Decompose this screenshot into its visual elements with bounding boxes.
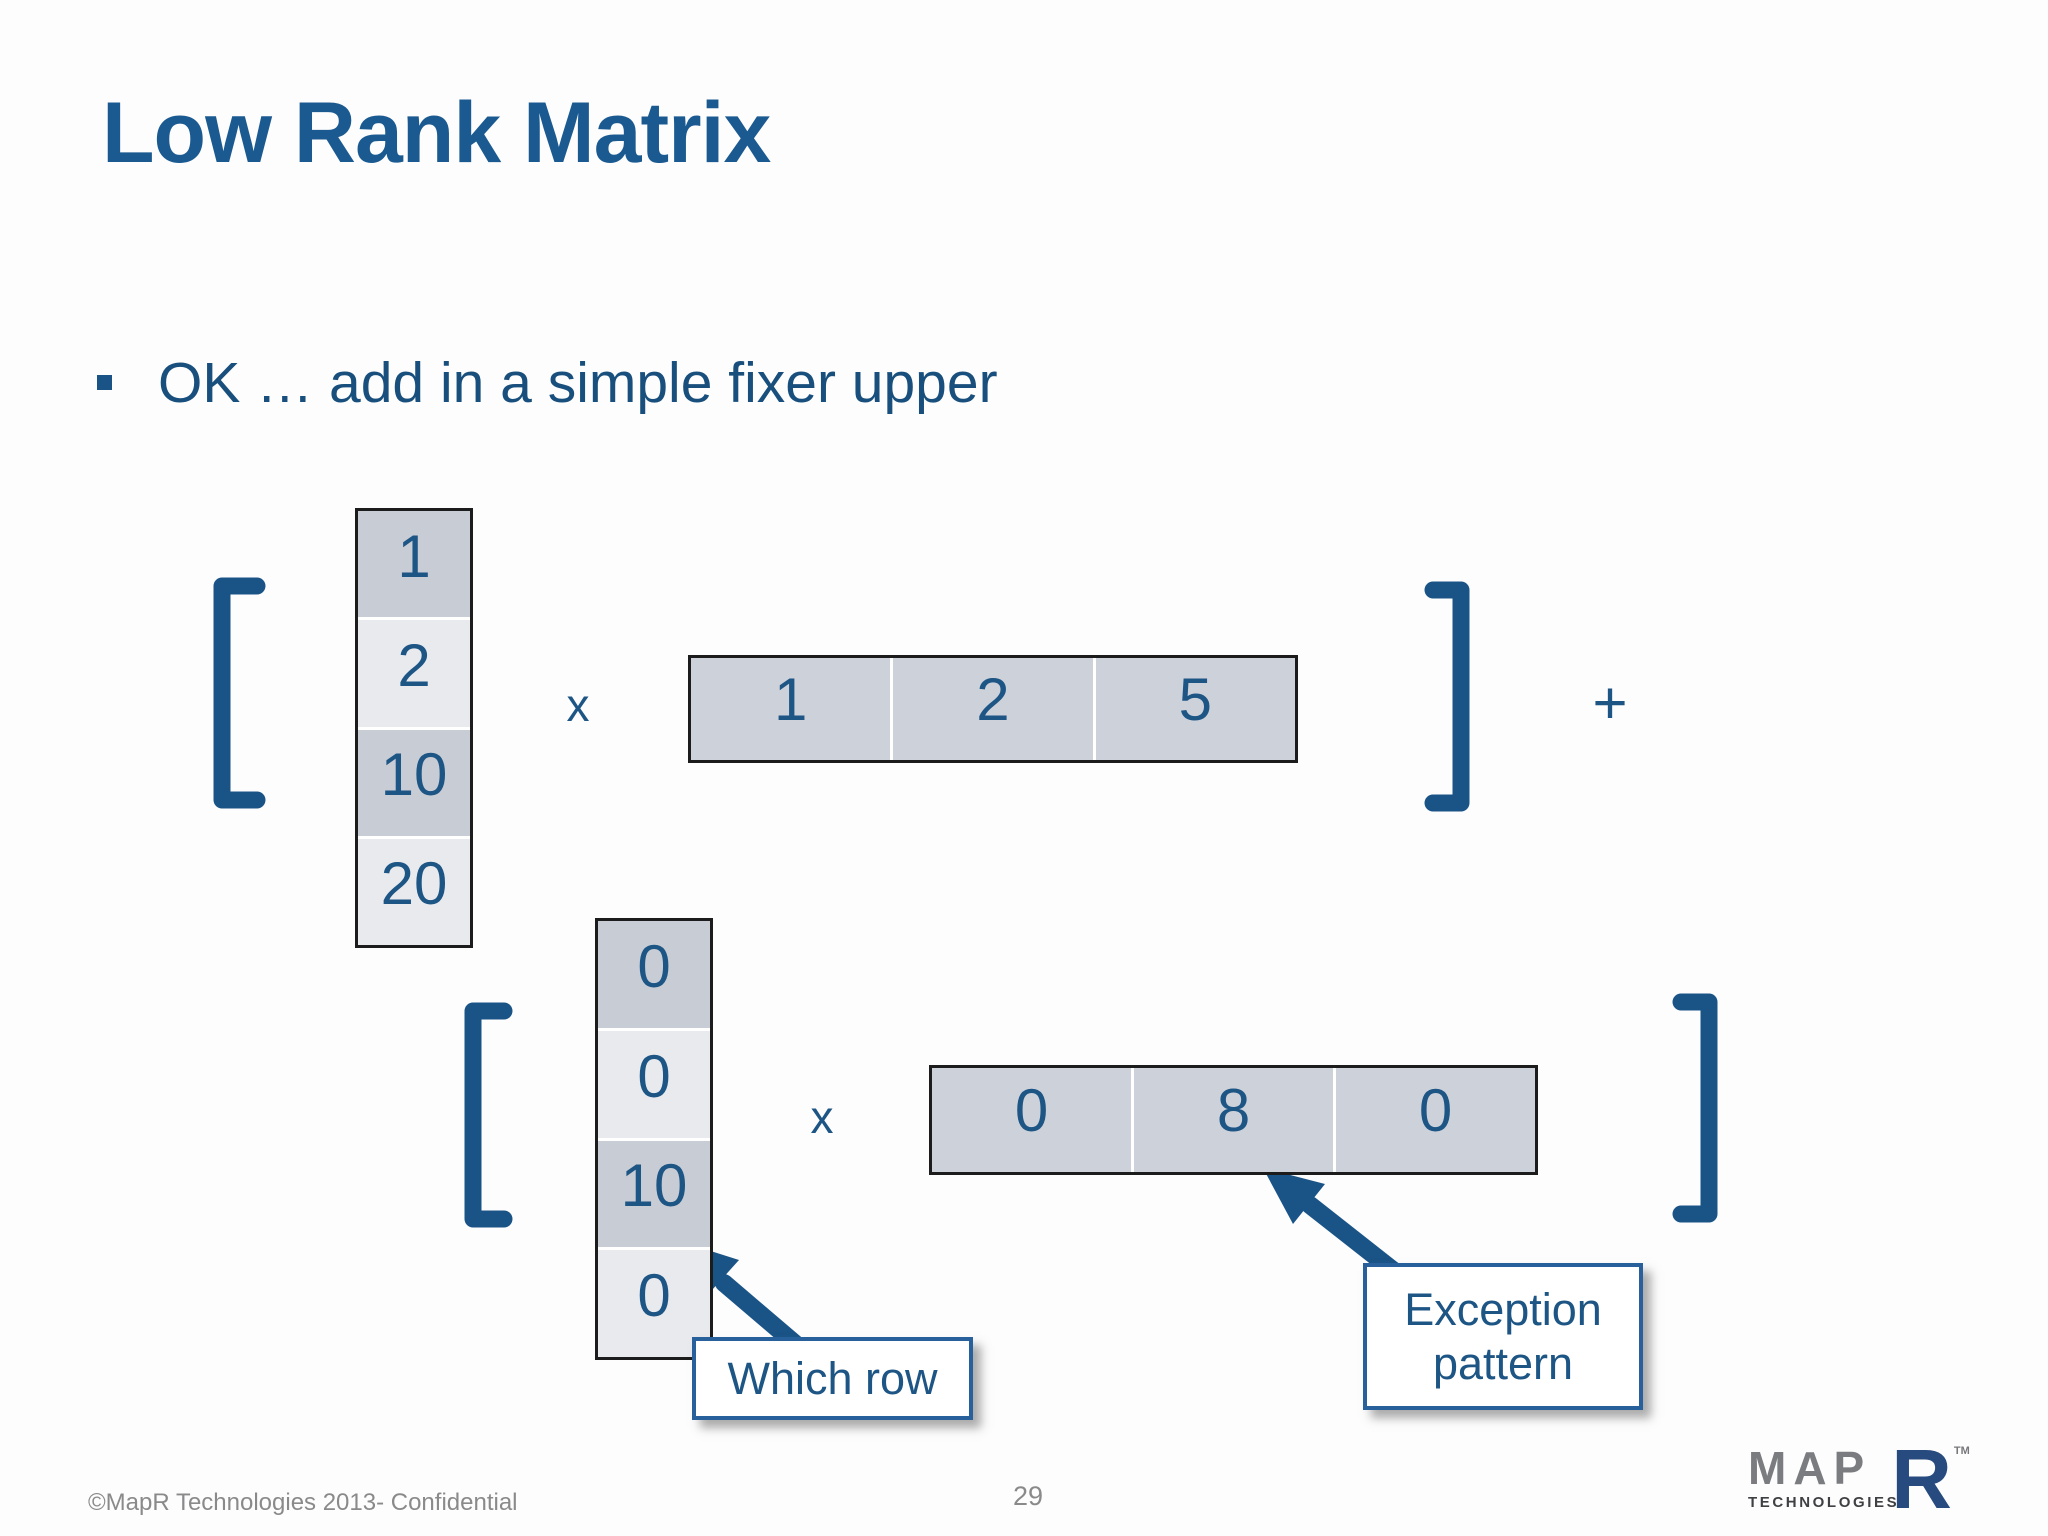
multiply-operator-1: x xyxy=(566,679,590,731)
open-bracket-2-icon xyxy=(464,1002,513,1228)
which-row-callout: Which row xyxy=(692,1337,973,1420)
logo-r-text: R xyxy=(1891,1432,1952,1526)
page-number: 29 xyxy=(1012,1481,1044,1511)
logo-technologies-text: TECHNOLOGIES xyxy=(1748,1493,1900,1511)
which-row-label: Which row xyxy=(727,1352,938,1404)
matrix-cell: 8 xyxy=(1134,1068,1336,1172)
exception-pattern-callout: Exception pattern xyxy=(1363,1263,1643,1410)
row-vector-2: 0 8 0 xyxy=(929,1065,1538,1175)
matrix-cell: 1 xyxy=(691,658,894,760)
column-vector-1: 1 2 10 20 xyxy=(355,508,473,948)
mapr-logo: MAP TECHNOLOGIES R TM xyxy=(1748,1432,1970,1526)
close-bracket-1-icon xyxy=(1424,581,1470,812)
row-vector-1: 1 2 5 xyxy=(688,655,1298,763)
matrix-cell: 2 xyxy=(893,658,1096,760)
page-title: Low Rank Matrix xyxy=(102,85,771,181)
matrix-cell: 0 xyxy=(932,1068,1134,1172)
matrix-cell: 5 xyxy=(1095,658,1295,760)
bullet-square-icon xyxy=(97,375,112,390)
matrix-cell: 0 xyxy=(1336,1068,1535,1172)
multiply-operator-2: x xyxy=(810,1091,834,1143)
matrix-cell: 2 xyxy=(358,620,470,730)
matrix-cell: 20 xyxy=(358,838,470,945)
matrix-cell: 1 xyxy=(358,511,470,621)
matrix-cell: 10 xyxy=(358,729,470,839)
matrix-cell: 10 xyxy=(598,1140,710,1251)
footer-copyright: ©MapR Technologies 2013- Confidential xyxy=(88,1489,518,1516)
matrix-cell: 0 xyxy=(598,1030,710,1141)
open-bracket-1-icon xyxy=(213,577,266,809)
matrix-cell: 0 xyxy=(598,1250,710,1357)
matrix-cell: 0 xyxy=(598,921,710,1031)
logo-trademark-text: TM xyxy=(1953,1445,1970,1457)
plus-operator: + xyxy=(1592,669,1628,737)
column-vector-2: 0 0 10 0 xyxy=(595,918,713,1360)
bullet-text: OK … add in a simple fixer upper xyxy=(158,351,998,415)
mapr-logo-left: MAP TECHNOLOGIES xyxy=(1748,1442,1900,1511)
exception-arrow-icon xyxy=(1263,1168,1403,1280)
close-bracket-2-icon xyxy=(1672,993,1718,1223)
logo-map-text: MAP xyxy=(1748,1442,1872,1494)
exception-label-line2: pattern xyxy=(1432,1337,1574,1389)
exception-label-line1: Exception xyxy=(1404,1284,1602,1336)
